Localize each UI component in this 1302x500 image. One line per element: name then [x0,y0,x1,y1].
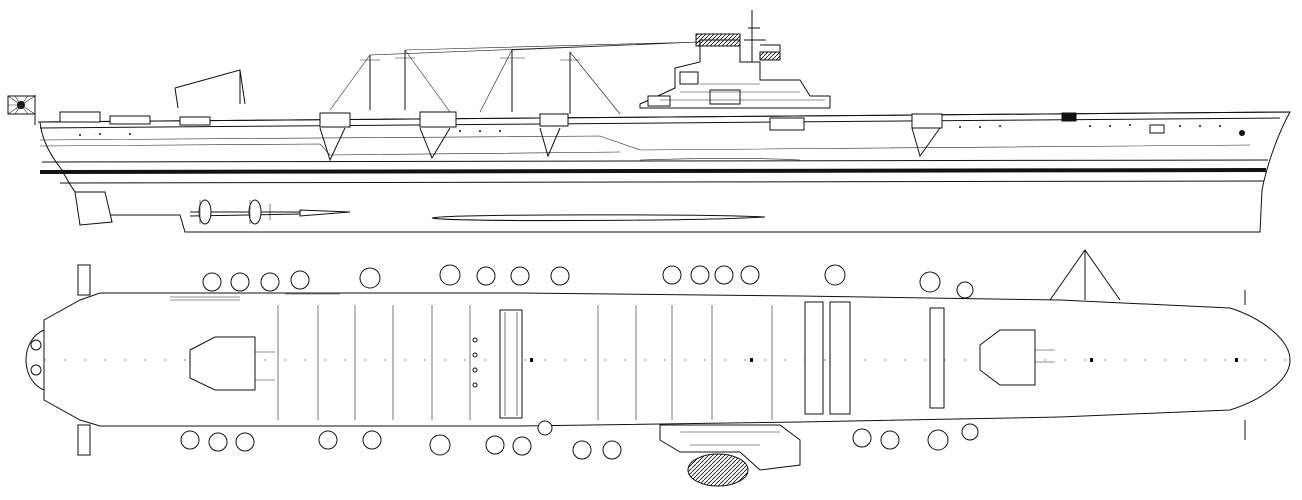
elevator-icon [189,336,256,391]
propeller-icon [189,199,351,225]
portholes [79,124,1221,136]
waterline-stripe [39,168,1267,174]
funnel-icon [687,453,749,487]
lower-hull-line [59,180,1265,184]
ship-profile-view [7,10,1291,233]
flight-deck-plan-view [25,249,1291,487]
bow-antenna [1049,249,1121,301]
funnel-icon [695,33,741,47]
naval-ensign-icon [7,95,36,125]
gun-mount-icon [180,264,979,460]
flight-deck-edge [37,111,1291,123]
rudder-icon [74,191,113,226]
island-plan [659,424,801,487]
island-superstructure-icon [639,39,831,109]
main-mast [744,10,781,62]
boot-topping-line [41,159,1269,163]
arrester-wires [277,305,773,420]
crash-barrier [499,309,523,419]
bilge-keel [431,214,766,222]
aft-crane [174,69,246,109]
flight-deck-outline [43,292,1291,427]
radio-masts [329,41,701,115]
gun-mount-icon [59,111,943,131]
hangar-side [39,135,1251,151]
